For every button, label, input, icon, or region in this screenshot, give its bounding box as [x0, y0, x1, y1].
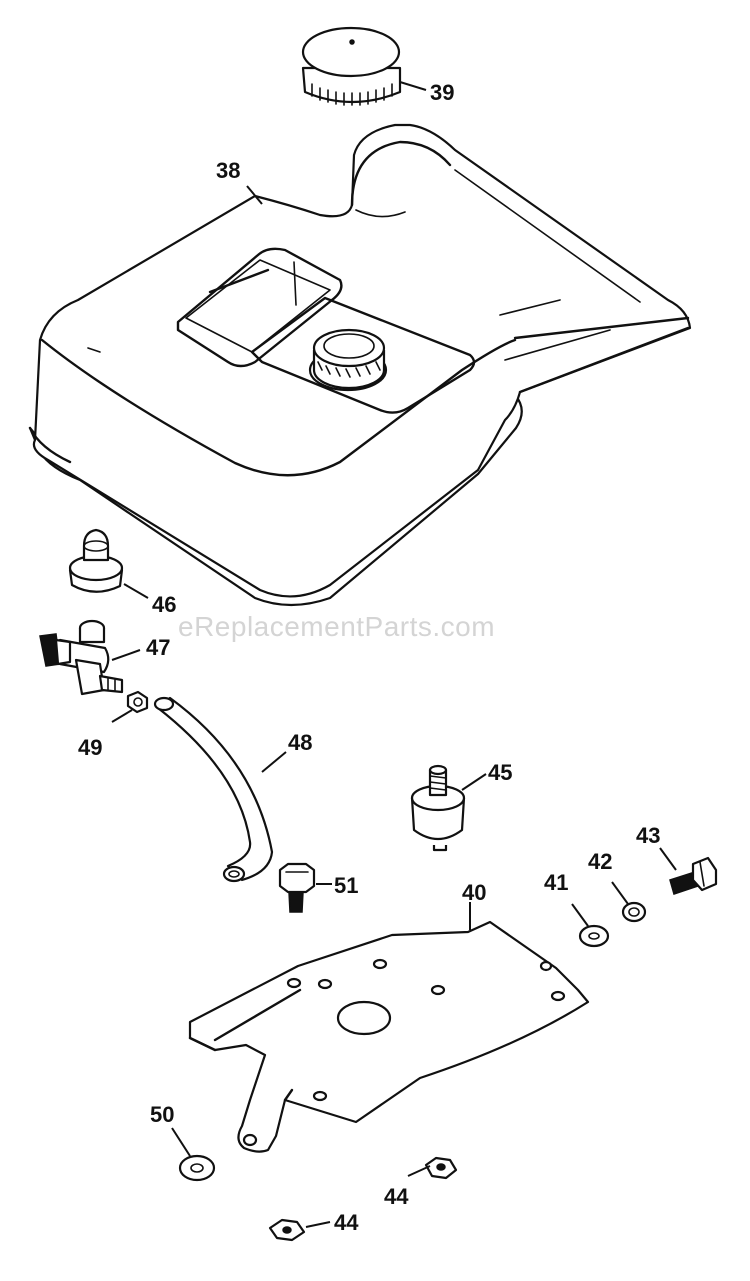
fuel-valve [39, 619, 124, 696]
label-50: 50 [150, 1102, 174, 1127]
label-41: 41 [544, 870, 568, 895]
fuel-tank [28, 123, 692, 607]
bolt [278, 862, 316, 913]
flat-washer [578, 924, 610, 948]
flange-nut-upper [424, 1156, 458, 1180]
lock-washer [621, 901, 647, 923]
part-labels: 39 38 46 47 49 48 45 43 42 41 51 40 50 4… [78, 80, 660, 1235]
label-43: 43 [636, 823, 660, 848]
label-44-upper: 44 [384, 1184, 409, 1209]
watermark-text: eReplacementParts.com [178, 611, 495, 642]
flange-nut-lower [268, 1218, 306, 1242]
label-42: 42 [588, 849, 612, 874]
label-49: 49 [78, 735, 102, 760]
shock-mount [410, 764, 466, 852]
mounting-bracket [188, 920, 590, 1153]
label-47: 47 [146, 635, 170, 660]
label-45: 45 [488, 760, 512, 785]
label-51: 51 [334, 873, 358, 898]
label-46: 46 [152, 592, 176, 617]
bottom-washer [178, 1154, 216, 1182]
label-40: 40 [462, 880, 486, 905]
label-39: 39 [430, 80, 454, 105]
leader-lines [111, 81, 677, 1228]
grommet [68, 528, 124, 593]
label-38: 38 [216, 158, 240, 183]
hex-bolt [669, 856, 718, 895]
label-44-lower: 44 [334, 1210, 359, 1235]
label-48: 48 [288, 730, 312, 755]
nut [126, 690, 149, 714]
fuel-cap [301, 26, 402, 106]
fuel-line-hose [153, 696, 274, 883]
